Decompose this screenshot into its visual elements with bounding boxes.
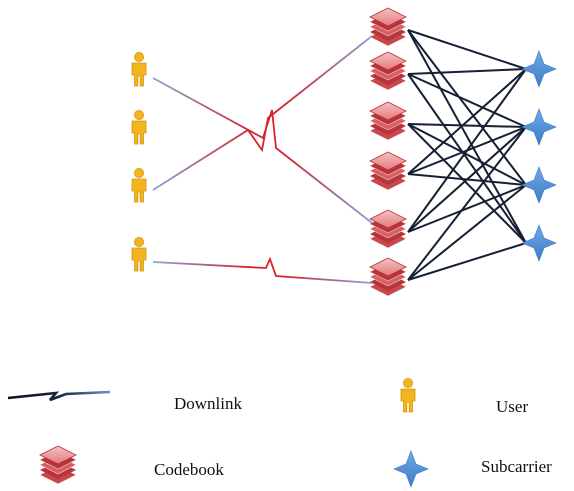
legend-user-label: User xyxy=(496,397,528,416)
subcarrier-star-icon xyxy=(521,50,557,88)
edge-codebook6-subcarrier4 xyxy=(407,242,527,281)
subcarrier-1 xyxy=(521,50,557,88)
codebook-icon xyxy=(369,101,407,141)
codebook-icon xyxy=(369,51,407,91)
user-1 xyxy=(131,52,147,87)
user-icon xyxy=(131,236,147,272)
codebook-icon xyxy=(369,151,407,191)
edge-codebook6-subcarrier3 xyxy=(407,184,527,281)
edge-codebook5-subcarrier3 xyxy=(407,184,527,233)
edge-codebook2-subcarrier1 xyxy=(407,68,527,75)
edge-codebook1-subcarrier4 xyxy=(407,29,527,244)
legend-subcarrier-label: Subcarrier xyxy=(481,457,552,476)
legend: Downlink User Codebook Subcarrier xyxy=(7,377,552,488)
user-4 xyxy=(131,236,147,272)
codebook-icon xyxy=(369,257,407,297)
edge-codebook5-subcarrier2 xyxy=(407,126,527,233)
codebook-3 xyxy=(369,101,407,141)
edge-codebook4-subcarrier1 xyxy=(407,68,527,175)
edge-codebook3-subcarrier3 xyxy=(407,123,527,186)
codebook-5 xyxy=(369,209,407,249)
legend-downlink-icon xyxy=(7,390,111,402)
edge-codebook5-subcarrier1 xyxy=(407,68,527,233)
user-3 xyxy=(131,167,147,203)
legend-user-icon xyxy=(400,377,416,413)
edge-codebook3-subcarrier4 xyxy=(407,123,527,244)
codebook-icon xyxy=(369,7,407,47)
downlink-user4-codebook6 xyxy=(152,256,373,284)
subcarrier-2 xyxy=(521,108,557,146)
edge-codebook6-subcarrier2 xyxy=(407,126,527,281)
user-2 xyxy=(131,110,147,145)
edge-codebook1-subcarrier3 xyxy=(407,29,527,186)
codebook-2 xyxy=(369,51,407,91)
edge-codebook2-subcarrier4 xyxy=(407,73,527,244)
subcarrier-3 xyxy=(521,166,557,204)
edge-codebook1-subcarrier1 xyxy=(407,29,527,70)
legend-codebook-icon xyxy=(39,445,77,485)
codebook-subcarrier-edges xyxy=(407,29,527,281)
user-icon xyxy=(131,110,147,145)
codebook-6 xyxy=(369,257,407,297)
user-icon xyxy=(131,52,147,87)
legend-codebook-label: Codebook xyxy=(154,460,224,479)
edge-codebook3-subcarrier2 xyxy=(407,123,527,128)
subcarrier-star-icon xyxy=(521,108,557,146)
subcarrier-star-icon xyxy=(521,224,557,262)
edge-codebook2-subcarrier2 xyxy=(407,73,527,128)
subcarrier-star-icon xyxy=(521,166,557,204)
user-icon xyxy=(131,167,147,203)
downlink-user3-codebook1 xyxy=(152,35,373,191)
downlink-user1-codebook5 xyxy=(152,77,373,224)
codebook-icon xyxy=(369,209,407,249)
codebook-4 xyxy=(369,151,407,191)
codebook-1 xyxy=(369,7,407,47)
subcarrier-4 xyxy=(521,224,557,262)
legend-downlink-label: Downlink xyxy=(174,394,243,413)
legend-subcarrier-icon xyxy=(393,450,429,488)
